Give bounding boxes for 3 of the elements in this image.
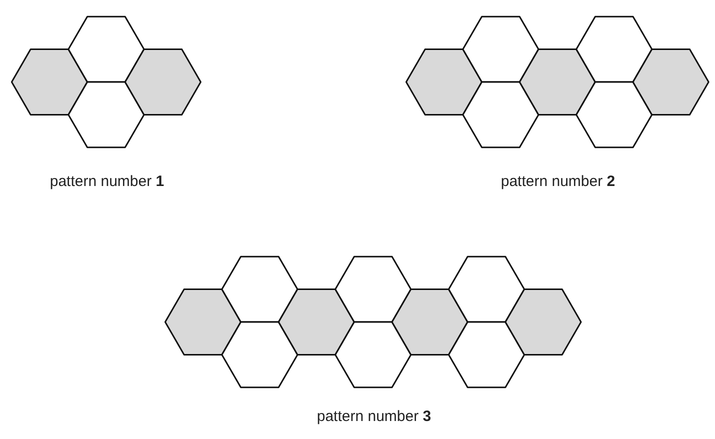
pattern-caption: pattern number 1 <box>50 173 164 190</box>
pattern-caption: pattern number 2 <box>500 173 616 190</box>
pattern-caption: pattern number 3 <box>316 408 432 425</box>
